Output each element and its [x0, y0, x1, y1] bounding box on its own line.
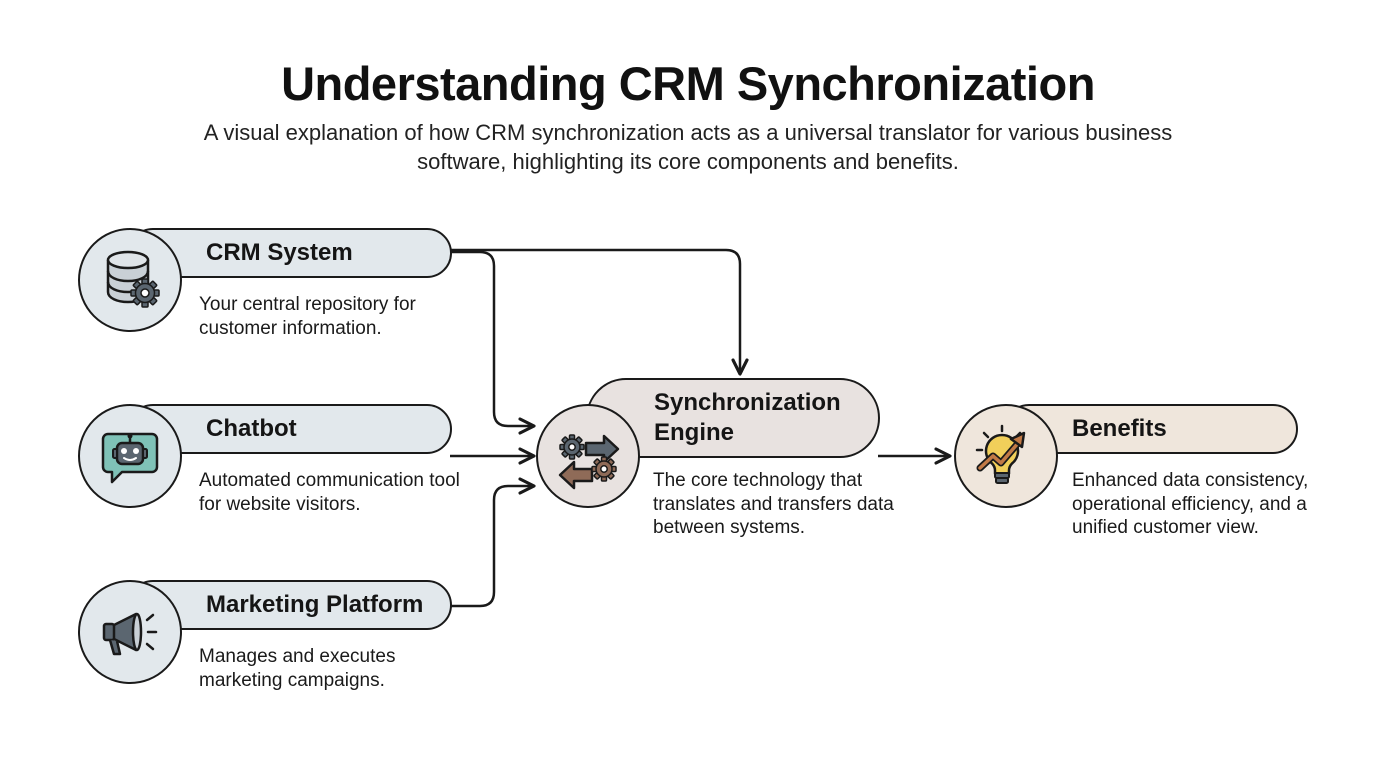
- crm-system-description: Your central repository for customer inf…: [199, 294, 416, 339]
- connector-marketing-to-engine: [450, 477, 536, 608]
- benefits-description: Enhanced data consistency, operational e…: [1072, 470, 1309, 538]
- synchronization-engine-label: Synchronization Engine: [654, 389, 841, 446]
- synchronization-engine-description: The core technology that translates and …: [653, 470, 894, 538]
- robot-chat-icon: [101, 432, 159, 484]
- chatbot-icon-circle: [78, 404, 182, 508]
- benefits-icon-circle: [954, 404, 1058, 508]
- benefits-pill: Benefits: [1004, 404, 1298, 454]
- benefits-label: Benefits: [1072, 415, 1167, 442]
- crm-system-label: CRM System: [206, 239, 353, 266]
- marketing-platform-description: Manages and executes marketing campaigns…: [199, 646, 396, 691]
- chatbot-label: Chatbot: [206, 415, 297, 442]
- gears-arrows-icon: [558, 434, 620, 490]
- synchronization-engine-pill: Synchronization Engine: [586, 378, 880, 458]
- megaphone-icon: [102, 612, 158, 656]
- connector-crm-to-engine-top: [450, 248, 749, 376]
- chatbot-pill: Chatbot: [128, 404, 452, 454]
- crm-system-pill: CRM System: [128, 228, 452, 278]
- chatbot-description: Automated communication tool for website…: [199, 470, 460, 515]
- lightbulb-growth-icon: [975, 424, 1026, 484]
- crm-system-icon-circle: [78, 228, 182, 332]
- marketing-platform-icon-circle: [78, 580, 182, 684]
- marketing-platform-label: Marketing Platform: [206, 591, 424, 618]
- marketing-platform-pill: Marketing Platform: [128, 580, 452, 630]
- synchronization-engine-icon-circle: [536, 404, 640, 508]
- connector-crm-to-engine-side: [450, 250, 536, 435]
- diagram-title: Understanding CRM Synchronization: [281, 57, 1095, 110]
- database-gear-icon: [106, 250, 160, 308]
- diagram-subtitle: A visual explanation of how CRM synchron…: [203, 120, 1173, 174]
